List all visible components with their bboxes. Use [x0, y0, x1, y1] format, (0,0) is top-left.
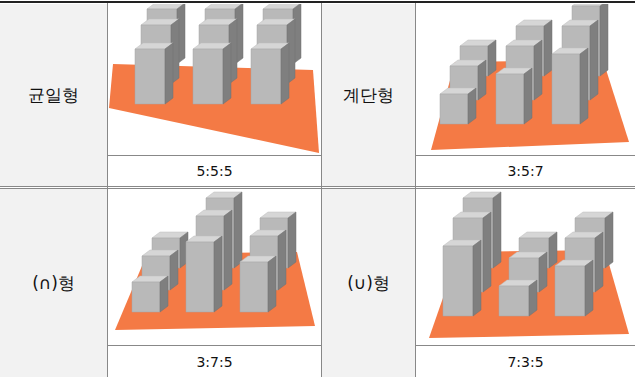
building-block [186, 236, 222, 312]
height-ratio: 3:5:7 [507, 163, 543, 179]
building-block [555, 260, 593, 316]
building-block [135, 43, 173, 104]
height-ratio-cell: 7:3:5 [416, 346, 635, 377]
type-name: 계단형 [343, 84, 394, 107]
building-illustration [107, 188, 321, 345]
height-ratio: 7:3:5 [507, 354, 543, 370]
type-name: (∩)형 [32, 272, 75, 295]
height-ratio-cell: 3:7:5 [108, 346, 321, 377]
height-ratio-cell: 3:5:7 [416, 156, 635, 186]
column-rule [415, 3, 416, 377]
building-illustration [415, 4, 635, 155]
column-rule [107, 3, 108, 377]
building-block [240, 256, 276, 312]
top-rule [0, 1, 635, 3]
type-name-cell: (∪)형 [322, 189, 415, 377]
height-ratio: 3:7:5 [196, 354, 232, 370]
building-illustration [415, 188, 635, 345]
height-ratio: 5:5:5 [196, 163, 232, 179]
type-name-cell: 균일형 [0, 4, 107, 186]
building-illustration [107, 4, 321, 155]
building-block [443, 240, 481, 316]
type-name-cell: 계단형 [322, 4, 415, 186]
building-block [496, 68, 532, 124]
building-block [251, 43, 289, 104]
building-block [440, 88, 476, 124]
row-rule [0, 186, 635, 187]
type-name-cell: (∩)형 [0, 189, 107, 377]
building-block [132, 276, 168, 312]
building-block [193, 43, 231, 104]
building-block [552, 48, 588, 124]
building-block [499, 280, 537, 316]
type-name: (∪)형 [347, 272, 390, 295]
type-name: 균일형 [28, 84, 79, 107]
height-ratio-cell: 5:5:5 [108, 156, 321, 186]
